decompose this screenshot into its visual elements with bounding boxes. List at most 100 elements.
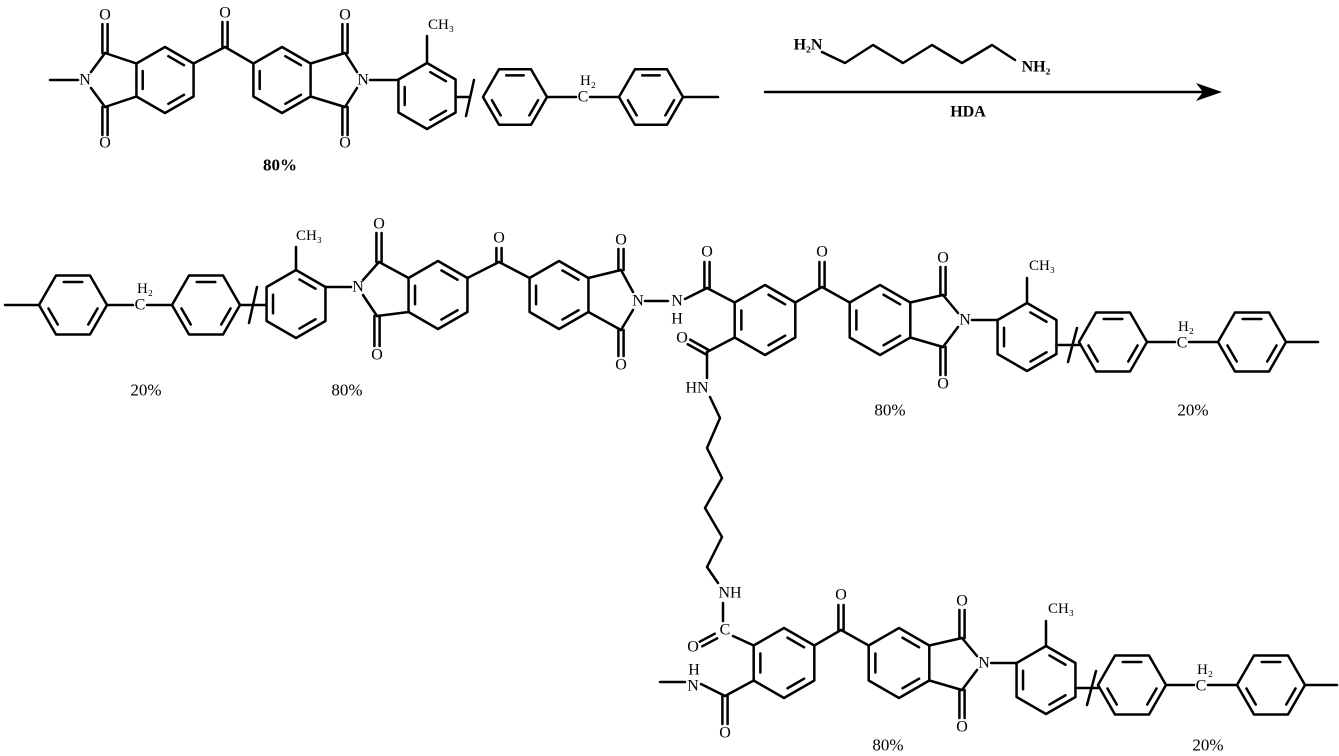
aromatic-inner-bond: [284, 54, 303, 67]
product-bottom-amides: NH C O O NH 80% 20%: [658, 585, 1224, 755]
tolyl-ring: [996, 301, 1058, 373]
atom-label: N: [357, 72, 369, 89]
aromatic-inner-bond: [786, 677, 806, 690]
bond: [794, 285, 824, 304]
bond: [941, 293, 960, 315]
copolymer-slash: [464, 78, 476, 118]
atom-label: H: [688, 662, 700, 679]
bond: [587, 268, 623, 280]
bond: [960, 636, 979, 658]
double-bond: [686, 343, 707, 356]
double-bond: [700, 637, 719, 648]
tolyl-ring: [265, 268, 327, 340]
benzene-ring: [733, 283, 797, 357]
bond: [587, 310, 623, 332]
benzene-ring: [867, 626, 931, 700]
aromatic-inner-bond: [298, 317, 317, 330]
benzene-ring: [1216, 311, 1288, 373]
aromatic-inner-bond: [528, 98, 540, 117]
bond: [309, 51, 347, 65]
atom-label: C: [1177, 335, 1188, 352]
aromatic-inner-bond: [786, 636, 806, 649]
aromatic-inner-bond: [440, 269, 459, 282]
bond: [361, 260, 381, 282]
aromatic-inner-bond: [1284, 687, 1297, 706]
benzene-ring: [407, 259, 469, 331]
atom-label: O: [719, 725, 731, 742]
percent-label: 80%: [872, 736, 903, 755]
atom-label: O: [373, 216, 385, 233]
bond: [89, 51, 107, 74]
atom-label: O: [956, 719, 968, 736]
aromatic-inner-bond: [429, 109, 448, 122]
benzene-ring: [1235, 654, 1307, 716]
bond: [820, 285, 851, 304]
aromatic-inner-bond: [1048, 654, 1067, 667]
atom-label: H₂: [137, 281, 153, 297]
bond: [103, 51, 138, 65]
atom-label: H₂: [1197, 662, 1213, 678]
percent-label: 20%: [1177, 401, 1208, 420]
bond: [683, 286, 709, 301]
benzene-ring: [37, 274, 109, 336]
bond: [705, 286, 736, 304]
aromatic-inner-bond: [1048, 693, 1067, 706]
aromatic-inner-bond: [1087, 344, 1100, 363]
atom-label: N: [632, 293, 644, 310]
atom-label: O: [493, 230, 505, 247]
copolymer-slash: [1085, 669, 1098, 707]
percent-label: 20%: [1192, 736, 1223, 755]
benzene-ring: [1077, 311, 1149, 373]
copolymer-slash: [1066, 326, 1079, 364]
atom-label: C: [135, 297, 146, 314]
aromatic-inner-bond: [1245, 687, 1258, 706]
aromatic-inner-bond: [167, 54, 186, 67]
bond: [960, 668, 979, 692]
aromatic-inner-bond: [284, 93, 303, 106]
bond: [909, 293, 945, 304]
atom-label: H: [671, 311, 683, 328]
bond: [619, 308, 635, 332]
aromatic-inner-bond: [1029, 311, 1048, 324]
reagent-name: HDA: [950, 104, 986, 121]
amide-nh-label: NH: [718, 585, 742, 602]
bond: [192, 45, 227, 65]
copolymer-slash: [247, 285, 259, 325]
benzene-ring: [252, 45, 312, 115]
atom-label: C: [578, 89, 589, 106]
double-bond: [698, 632, 717, 643]
benzene-ring: [752, 626, 816, 700]
atom-label: N: [687, 678, 699, 695]
atom-label: C: [1196, 678, 1207, 695]
atom-label: N: [671, 293, 683, 310]
aromatic-inner-bond: [1226, 344, 1239, 363]
aromatic-inner-bond: [882, 293, 902, 306]
bond: [813, 628, 843, 647]
bond: [361, 293, 379, 318]
bond: [909, 336, 945, 349]
benzene-ring: [481, 68, 549, 126]
atom-label: C: [720, 622, 731, 639]
atom-label: O: [99, 7, 111, 24]
bond: [103, 95, 138, 109]
hexamethylene-linker: [703, 395, 724, 585]
benzene-ring: [617, 68, 685, 126]
methyl-label: CH₃: [428, 17, 454, 33]
aromatic-inner-bond: [561, 308, 580, 321]
bond: [699, 682, 727, 698]
bond: [343, 86, 359, 109]
atom-label: H₂: [580, 73, 596, 89]
aromatic-inner-bond: [901, 677, 921, 690]
methyl-label: CH₃: [296, 228, 322, 244]
bond: [928, 636, 964, 647]
bond: [223, 45, 255, 65]
bond: [731, 634, 755, 647]
aromatic-inner-bond: [86, 307, 99, 326]
aromatic-inner-bond: [1029, 350, 1048, 363]
